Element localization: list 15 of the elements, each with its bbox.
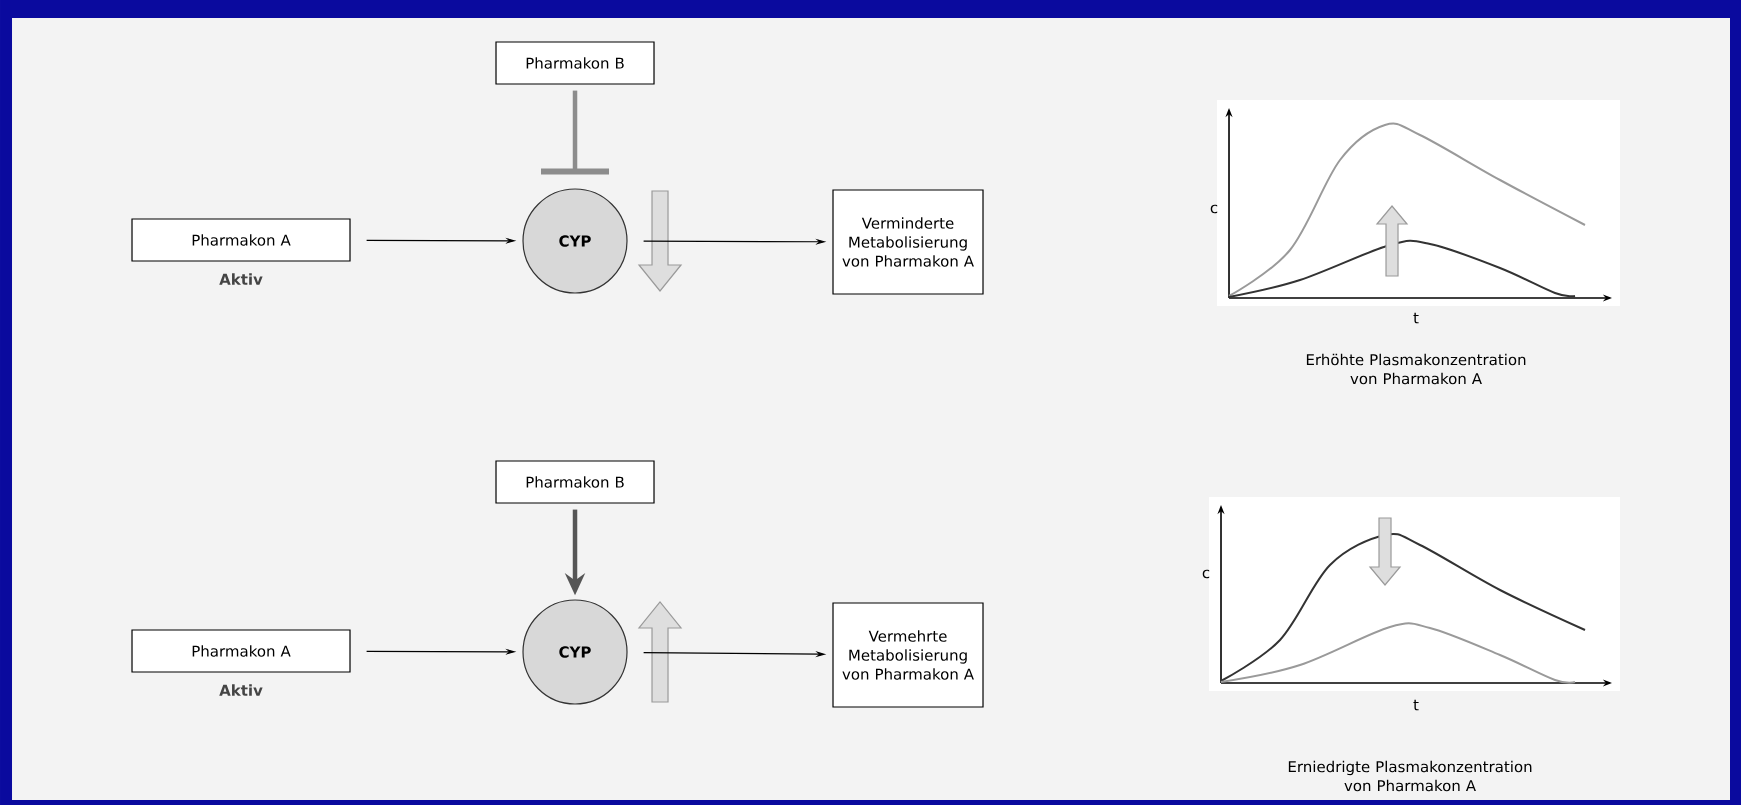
text-box: Vermehrte Metabolisierung von Pharmakon A bbox=[832, 602, 984, 708]
text-box: Pharmakon B bbox=[495, 41, 655, 85]
axis-label: t bbox=[1413, 699, 1419, 711]
text-box: Verminderte Metabolisierung von Pharmakon A bbox=[832, 189, 984, 295]
chart-caption: Erniedrigte Plasmakonzentration von Pharmakon A bbox=[1288, 760, 1532, 792]
text-box: Pharmakon B bbox=[495, 460, 655, 504]
chart-caption: Erhöhte Plasmakonzentration von Pharmakon A bbox=[1306, 353, 1526, 385]
axis-label: c bbox=[1210, 204, 1218, 214]
axis-label: c bbox=[1202, 569, 1210, 579]
inhibition-line bbox=[541, 90, 609, 175]
text-box: Pharmakon A bbox=[131, 629, 351, 673]
text-box: Pharmakon A bbox=[131, 218, 351, 262]
axis-label: t bbox=[1413, 312, 1419, 324]
state-label: Aktiv bbox=[219, 684, 263, 696]
state-label: Aktiv bbox=[219, 273, 263, 285]
